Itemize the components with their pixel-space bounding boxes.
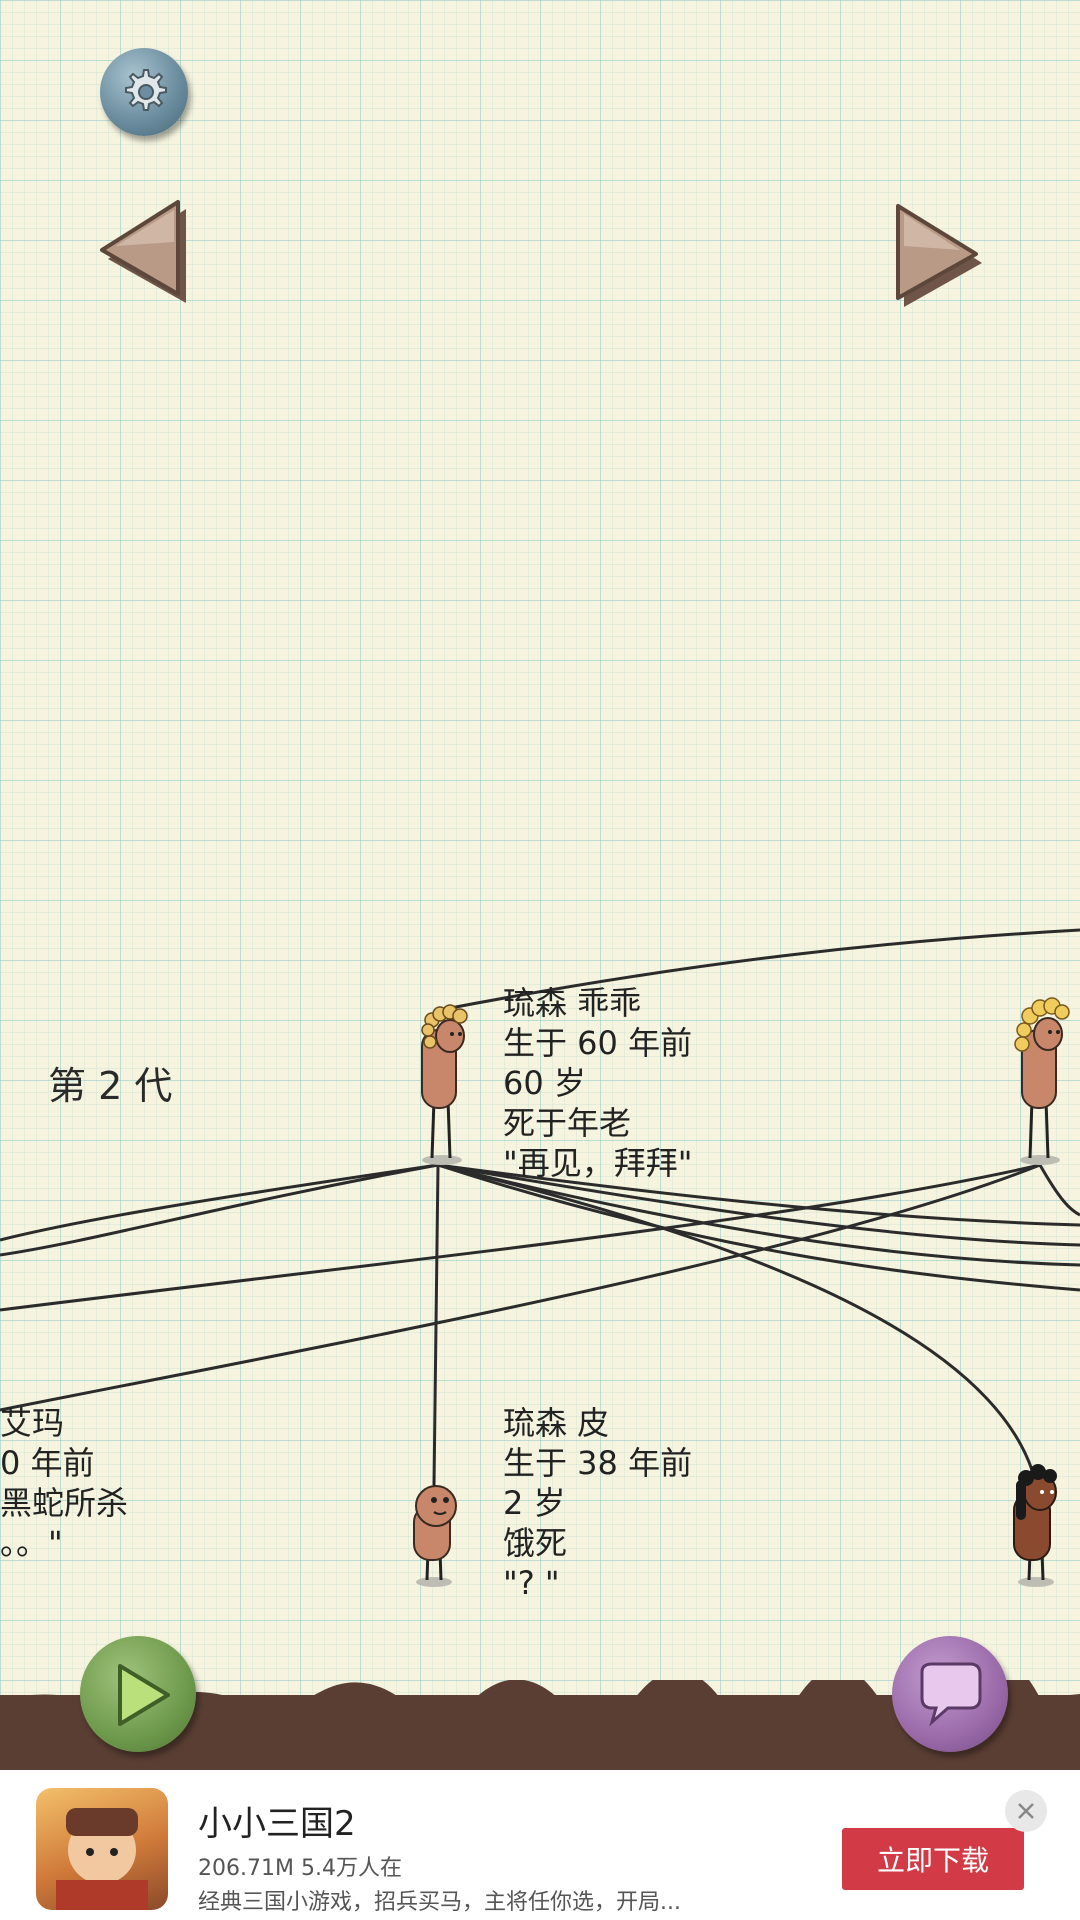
person-birth: 生于 60 年前 [503, 1024, 693, 1062]
person-age: 60 岁 [503, 1064, 586, 1102]
speech-bubble-icon [920, 1662, 982, 1727]
person-figure-dark-hair[interactable] [1000, 1460, 1070, 1590]
person-birth: 生于 38 年前 [503, 1444, 693, 1482]
person-info-1: 琉森 乖乖 生于 60 年前 60 岁 死于年老 "再见，拜拜" [503, 983, 692, 1183]
tree-line [0, 1163, 1041, 1312]
ad-close-button[interactable] [1005, 1790, 1047, 1832]
person-info-2: 琉森 皮 生于 38 年前 2 岁 饿死 "? " [503, 1403, 692, 1603]
tree-line [439, 928, 1080, 1012]
triangle-right-icon [896, 204, 982, 307]
tree-line [437, 1163, 1080, 1227]
person-death-cause: 饿死 [503, 1524, 568, 1562]
person-last-words: "? " [503, 1564, 560, 1602]
ad-description: 经典三国小游戏，招兵买马，主将任你选，开局... [198, 1890, 681, 1915]
person-name: 艾玛 [0, 1404, 65, 1442]
tree-line [1038, 1164, 1080, 1217]
family-tree-lines [0, 928, 1080, 1486]
tree-line [437, 1163, 1080, 1247]
tree-line [0, 1163, 1041, 1412]
ad-download-button[interactable]: 立即下载 [842, 1828, 1024, 1890]
person-last-words: 。。" [0, 1524, 63, 1562]
settings-button[interactable] [100, 48, 188, 136]
gear-icon [125, 69, 167, 111]
ad-app-icon[interactable] [36, 1788, 168, 1910]
person-birth: 0 年前 [0, 1444, 95, 1482]
tree-line [437, 1163, 1034, 1471]
tree-line [0, 1163, 439, 1242]
person-figure-child[interactable] [400, 1470, 470, 1590]
chat-button[interactable] [892, 1636, 1008, 1752]
previous-button[interactable] [96, 196, 192, 306]
person-name: 琉森 乖乖 [503, 984, 642, 1022]
ad-title: 小小三国2 [198, 1804, 356, 1844]
person-info-3: 艾玛 0 年前 黑蛇所杀 。。" [0, 1403, 128, 1563]
tree-line [0, 1163, 439, 1257]
tree-line [437, 1163, 1080, 1267]
close-icon [1018, 1803, 1034, 1819]
person-last-words: "再见，拜拜" [503, 1144, 693, 1182]
person-death-cause: 死于年老 [503, 1104, 632, 1142]
person-figure-curly-hair[interactable] [410, 1000, 480, 1170]
person-figure-blonde[interactable] [1000, 990, 1080, 1170]
person-name: 琉森 皮 [503, 1404, 610, 1442]
person-age: 2 岁 [503, 1484, 566, 1522]
generation-label: 第 2 代 [48, 1064, 173, 1108]
tree-line [432, 1164, 440, 1486]
tree-line [437, 1163, 1080, 1292]
triangle-left-icon [100, 200, 186, 303]
play-icon [118, 1664, 170, 1726]
ad-meta: 206.71M 5.4万人在 [198, 1856, 402, 1881]
ad-banner[interactable]: 小小三国2 206.71M 5.4万人在 经典三国小游戏，招兵买马，主将任你选，… [0, 1770, 1080, 1920]
next-button[interactable] [890, 200, 986, 310]
person-death-cause: 黑蛇所杀 [0, 1484, 129, 1522]
play-button[interactable] [80, 1636, 196, 1752]
